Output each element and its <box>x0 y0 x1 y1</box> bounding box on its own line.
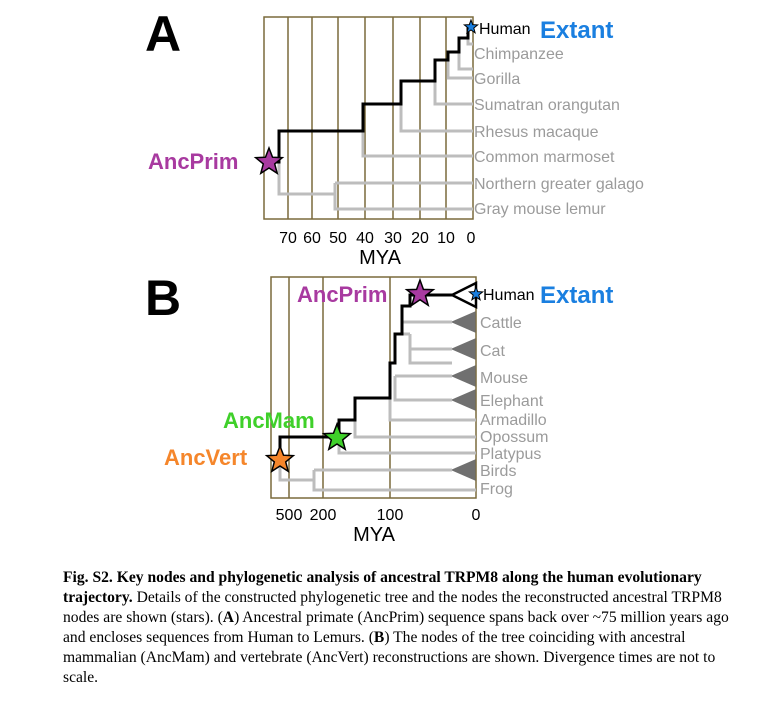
panel-b-collapsed-clades <box>450 311 476 481</box>
axis-tick-label: 50 <box>329 230 347 247</box>
caption-label-a: A <box>222 609 235 626</box>
taxon-label: Armadillo <box>480 412 547 429</box>
taxon-label: Platypus <box>480 446 541 463</box>
clade-cattle <box>450 311 476 333</box>
caption-title: Key nodes and phylogenetic analysis of a… <box>63 569 702 606</box>
taxon-label: Elephant <box>480 393 544 410</box>
panel-b-letter: B <box>145 270 181 326</box>
clade-cat <box>450 338 476 360</box>
panel-b: B <box>145 270 613 546</box>
figure-caption: Fig. S2. Key nodes and phylogenetic anal… <box>63 568 743 688</box>
panel-b-human-star <box>467 285 485 301</box>
caption-text-2: ) Ancestral primate (AncPrim) sequence s… <box>63 609 729 646</box>
taxon-label: Rhesus macaque <box>474 124 599 141</box>
axis-tick-label: 60 <box>303 230 321 247</box>
taxon-label: Birds <box>480 463 516 480</box>
axis-tick-label: 500 <box>276 507 303 524</box>
axis-tick-label: 100 <box>377 507 404 524</box>
taxon-label: Human <box>479 21 531 38</box>
panel-a-branches <box>277 29 473 211</box>
caption-figure-label: Fig. S2. <box>63 569 113 586</box>
panel-b-frame <box>270 276 477 499</box>
panel-a-letter: A <box>145 6 181 62</box>
panel-b-taxa: Human Cattle Cat Mouse Elephant Armadill… <box>480 287 548 498</box>
panel-b-ancprim-star <box>404 277 436 308</box>
panel-a-taxa: Human Chimpanzee Gorilla Sumatran orangu… <box>474 21 644 218</box>
taxon-label: Cattle <box>480 315 522 332</box>
caption-text-1: Details of the constructed phylogenetic … <box>63 589 722 626</box>
axis-tick-label: 30 <box>384 230 402 247</box>
panel-a-ancprim-star <box>253 145 285 175</box>
panel-b-axis: 500 200 100 0 MYA <box>276 507 481 546</box>
panel-b-extant-label: Extant <box>540 282 613 309</box>
taxon-label: Northern greater galago <box>474 176 644 193</box>
axis-tick-label: 10 <box>437 230 455 247</box>
taxon-label: Cat <box>480 343 505 360</box>
panel-b-grid <box>270 276 477 499</box>
panel-a-human-lineage <box>269 27 473 164</box>
panel-b-ancmam-label: AncMam <box>223 408 315 433</box>
taxon-label: Frog <box>480 481 513 498</box>
taxon-label: Gorilla <box>474 71 520 88</box>
panel-a-frame <box>263 16 474 220</box>
axis-tick-label: 0 <box>467 230 476 247</box>
taxon-label: Mouse <box>480 370 528 387</box>
panel-a-axis-title: MYA <box>359 247 402 269</box>
axis-tick-label: 20 <box>411 230 429 247</box>
panel-a-ancprim-label: AncPrim <box>148 149 238 174</box>
phylogeny-figure: A AncPrim <box>145 6 644 546</box>
taxon-label: Gray mouse lemur <box>474 201 606 218</box>
clade-birds <box>450 459 476 481</box>
axis-tick-label: 200 <box>310 507 337 524</box>
panel-a-human-star <box>462 18 480 34</box>
axis-tick-label: 40 <box>356 230 374 247</box>
panel-b-ancvert-star <box>264 443 296 473</box>
taxon-label: Sumatran orangutan <box>474 97 620 114</box>
panel-b-ancvert-label: AncVert <box>164 445 248 470</box>
axis-tick-label: 0 <box>472 507 481 524</box>
taxon-label: Opossum <box>480 429 548 446</box>
panel-b-axis-title: MYA <box>353 524 396 546</box>
caption-text-3: ) The nodes of the tree coinciding with … <box>63 629 716 686</box>
axis-tick-label: 70 <box>279 230 297 247</box>
clade-elephant <box>450 389 476 411</box>
caption-label-b: B <box>373 629 385 646</box>
panel-a-extant-label: Extant <box>540 17 613 44</box>
clade-mouse <box>450 365 476 387</box>
panel-a-grid <box>263 16 474 220</box>
taxon-label: Chimpanzee <box>474 46 564 63</box>
panel-a: A AncPrim <box>145 6 644 269</box>
panel-b-ancprim-label: AncPrim <box>297 282 387 307</box>
taxon-label: Common marmoset <box>474 149 615 166</box>
panel-a-axis: 70 60 50 40 30 20 10 0 MYA <box>279 230 475 269</box>
taxon-label: Human <box>483 287 535 304</box>
panel-b-ancmam-star <box>321 421 353 451</box>
